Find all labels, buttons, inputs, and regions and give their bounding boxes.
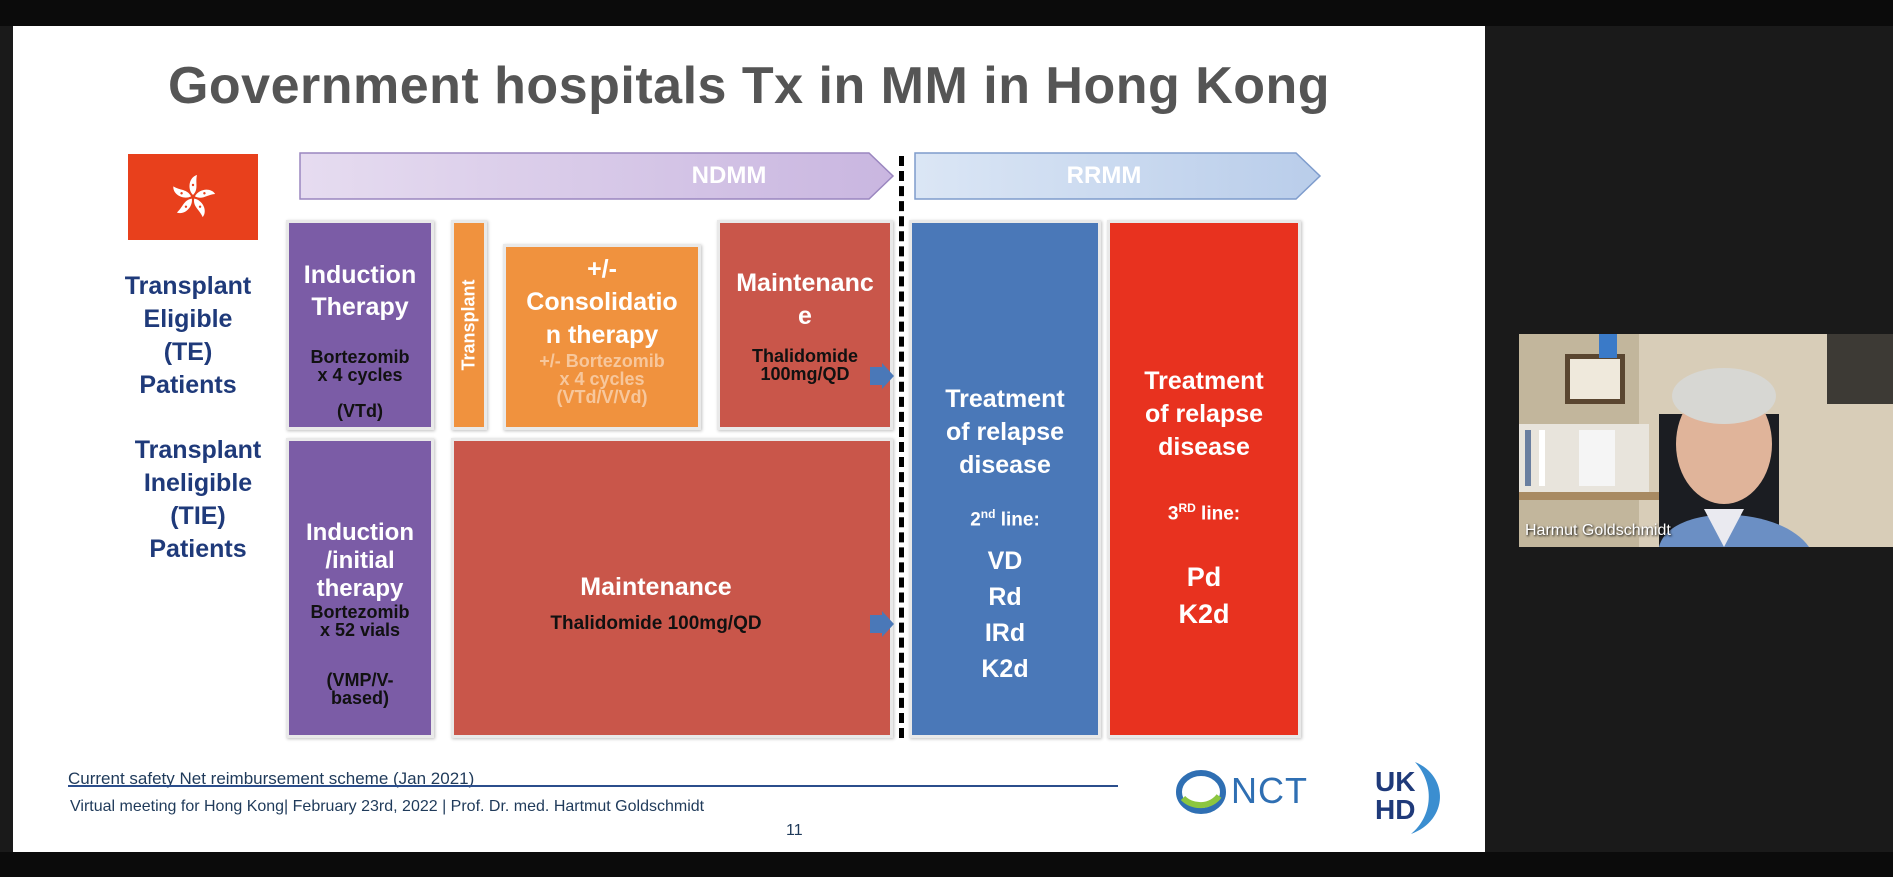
transplant-box: Transplant [451,220,487,430]
top-black-bar [0,0,1893,26]
relapse-3rd-title: Treatment of relapse disease [1144,367,1264,461]
induction-tie-regimen: (VMP/V- based) [326,670,394,708]
induction-te-regimen: (VTd) [337,401,383,421]
continue-arrow-icon [870,611,894,637]
ukhd-swoosh-icon [1411,762,1441,834]
bottom-black-bar [0,852,1893,877]
induction-therapy-te-box: Induction Therapy Bortezomib x 4 cycles … [286,220,434,430]
slide-title: Government hospitals Tx in MM in Hong Ko… [167,57,1331,115]
maintenance-tie-box: Maintenance Thalidomide 100mg/QD [451,438,894,738]
rrmm-arrow: RRMM [914,152,1322,200]
maintenance-te-drug: Thalidomide 100mg/QD [751,346,858,384]
presentation-slide: Government hospitals Tx in MM in Hong Ko… [13,26,1485,852]
tie-patients-label: Transplant Ineligible (TIE) Patients [134,436,262,563]
ndmm-label: NDMM [691,162,767,189]
relapse-2nd-title: Treatment of relapse disease [945,385,1065,479]
induction-tie-title: Induction /initial therapy [306,519,414,602]
consolidation-title: +/- Consolidatio n therapy [526,255,678,349]
induction-te-title: Induction Therapy [303,261,417,321]
continue-arrow-icon [870,363,894,389]
nct-logo-text: NCT [1231,770,1308,811]
maintenance-te-box: Maintenanc e Thalidomide 100mg/QD [717,220,894,430]
maintenance-tie-title: Maintenance [580,573,732,601]
page-number: 11 [786,822,803,839]
induction-tie-drug: Bortezomib x 52 vials [310,602,410,640]
consolidation-drug: +/- Bortezomib x 4 cycles (VTd/V/Vd) [539,351,665,407]
footer-divider [68,785,1118,787]
induction-te-drug: Bortezomib x 4 cycles [310,347,410,385]
transplant-label: Transplant [458,279,479,371]
ndmm-rrmm-divider [899,156,904,738]
reimbursement-note: Current safety Net reimbursement scheme … [68,769,475,788]
bauhinia-icon [173,175,216,218]
relapse-2nd-line-label: 2nd line: [970,507,1040,531]
te-patients-label: Transplant Eligible (TE) Patients [124,272,252,399]
participant-video-tile[interactable]: Harmut Goldschmidt [1519,334,1893,547]
participant-name-label: Harmut Goldschmidt [1525,522,1671,539]
relapse-3rd-line-label: 3RD line: [1167,501,1241,525]
induction-therapy-tie-box: Induction /initial therapy Bortezomib x … [286,438,434,738]
participant-video-feed [1519,334,1893,547]
maintenance-te-title: Maintenanc e [736,269,874,330]
ukhd-top-text: UK [1375,766,1416,797]
hong-kong-flag [128,154,258,240]
relapse-3rd-drugs: Pd K2d [1178,562,1230,629]
relapse-2nd-line-box: Treatment of relapse disease 2nd line: V… [909,220,1101,738]
relapse-3rd-line-box: Treatment of relapse disease 3RD line: P… [1107,220,1301,738]
relapse-2nd-drugs: VD Rd IRd K2d [981,547,1029,683]
ndmm-arrow: NDMM [299,152,895,200]
meeting-info: Virtual meeting for Hong Kong| February … [70,798,705,815]
nct-ring-icon [1176,770,1226,814]
rrmm-label: RRMM [1066,162,1142,189]
consolidation-therapy-box: +/- Consolidatio n therapy +/- Bortezomi… [503,244,701,430]
ukhd-bottom-text: HD [1375,794,1416,825]
maintenance-tie-drug: Thalidomide 100mg/QD [550,613,762,634]
